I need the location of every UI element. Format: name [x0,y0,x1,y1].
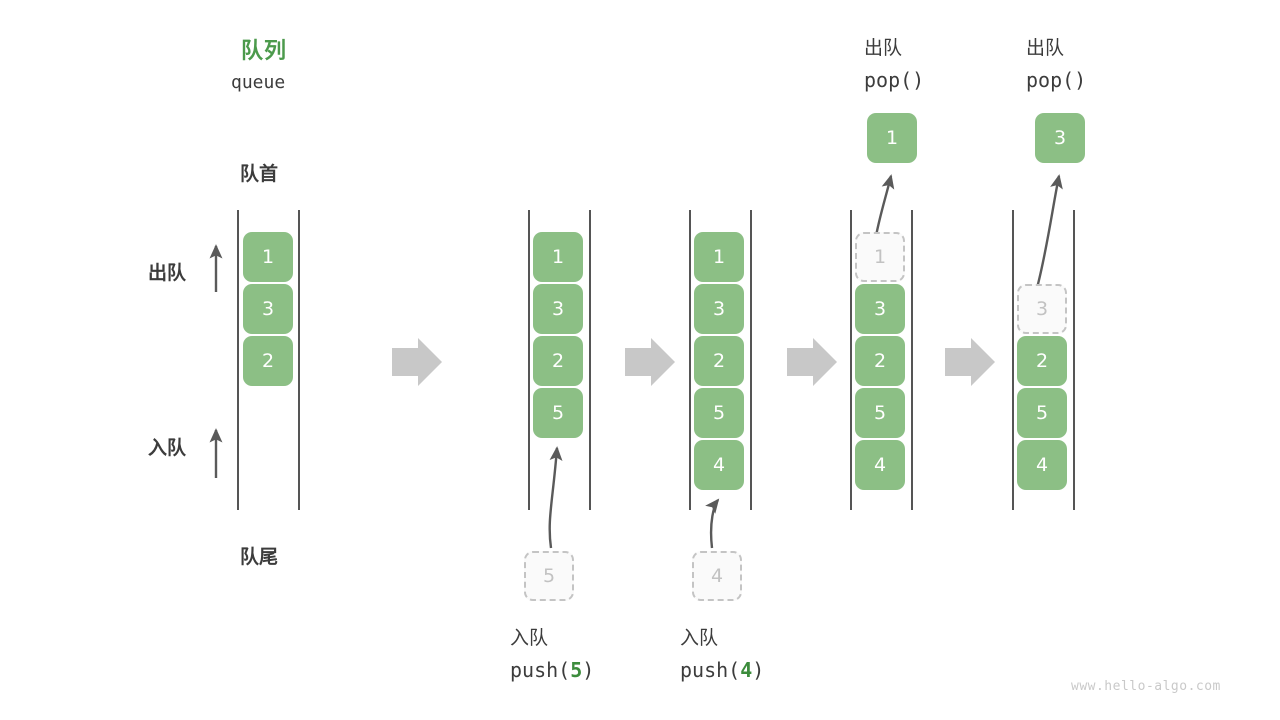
dequeue-direction-label: 出队 [148,262,187,284]
push-4-code-suffix: ) [752,658,765,682]
incoming-value-ghost: 5 [524,551,574,601]
push-5-arrow [548,446,563,549]
push-5-code-prefix: push( [510,658,571,682]
push-4-code-arg: 4 [740,658,753,682]
transition-arrow-1 [392,338,442,386]
push-5-op-code: push(5) [510,658,594,682]
pop-1-op-label-cn: 出队 [864,37,903,59]
incoming-value-ghost: 4 [692,551,742,601]
push-4-op-label-cn: 入队 [680,627,719,649]
queue-cell: 2 [243,336,293,386]
queue-stage-push-4: 1 3 2 5 4 [694,210,746,510]
transition-arrow-4 [945,338,995,386]
queue-cell: 4 [855,440,905,490]
rails-stage-pop-3 [1012,210,1075,510]
queue-cell-ghost: 3 [1017,284,1067,334]
queue-cell: 4 [1017,440,1067,490]
queue-cell: 3 [855,284,905,334]
queue-rear-label: 队尾 [240,546,279,568]
pop-3-op-label-cn: 出队 [1026,37,1065,59]
push-4-code-prefix: push( [680,658,741,682]
rails-stage-push-4 [689,210,752,510]
transition-arrow-2 [625,338,675,386]
pop-1-arrow [874,174,895,237]
queue-stage-pop-1: 1 3 2 5 4 [855,210,907,510]
queue-cell: 2 [694,336,744,386]
popped-value-cell: 3 [1035,113,1085,163]
rails-stage-pop-1 [850,210,913,510]
queue-cell: 5 [855,388,905,438]
rails-stage-push-5 [528,210,591,510]
queue-cell: 3 [694,284,744,334]
queue-cell: 1 [694,232,744,282]
queue-cell-ghost: 1 [855,232,905,282]
push-5-op-label-cn: 入队 [510,627,549,649]
queue-front-label: 队首 [240,163,279,185]
pop-1-op-code: pop() [864,68,925,92]
page-title-cn: 队列 [241,39,288,64]
queue-cell: 4 [694,440,744,490]
watermark: www.hello-algo.com [1071,679,1221,694]
queue-cell: 3 [533,284,583,334]
transition-arrow-3 [787,338,837,386]
queue-cell: 2 [1017,336,1067,386]
popped-value-cell: 1 [867,113,917,163]
push-4-arrow [705,498,720,549]
push-5-code-suffix: ) [582,658,595,682]
queue-stage-initial: 1 3 2 [243,210,295,510]
enqueue-direction-label: 入队 [148,437,187,459]
queue-cell: 2 [855,336,905,386]
queue-cell: 5 [533,388,583,438]
queue-cell: 5 [1017,388,1067,438]
page-title-en: queue [231,72,286,93]
rails-stage-initial [237,210,300,510]
queue-cell: 1 [243,232,293,282]
pop-3-op-code: pop() [1026,68,1087,92]
push-5-code-arg: 5 [570,658,583,682]
queue-cell: 5 [694,388,744,438]
queue-cell: 2 [533,336,583,386]
queue-stage-pop-3: 3 2 5 4 [1017,210,1069,510]
pop-3-arrow [1035,174,1063,289]
push-4-op-code: push(4) [680,658,764,682]
queue-cell: 3 [243,284,293,334]
queue-cell: 1 [533,232,583,282]
queue-stage-push-5: 1 3 2 5 [533,210,585,510]
